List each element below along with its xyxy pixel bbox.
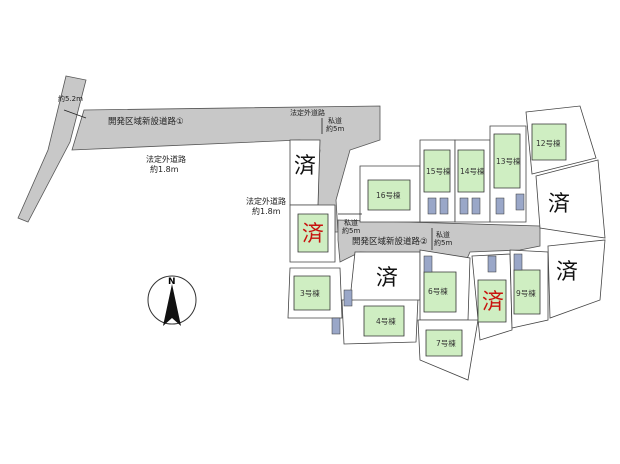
car: [515, 193, 525, 211]
new-road-2-label: 開発区域新設道路②: [352, 237, 428, 247]
private-road-3-title: 私道: [436, 231, 450, 239]
private-road-3-width: 約5m: [434, 239, 453, 247]
building-3: [293, 275, 331, 311]
car: [331, 317, 341, 335]
building-16: [367, 179, 411, 211]
building-6: [423, 271, 457, 313]
sold-mark: 済: [556, 260, 579, 285]
sold-mark-red: 済: [302, 222, 325, 247]
car: [495, 197, 505, 215]
car: [343, 289, 353, 307]
building-sold-red-left: [297, 213, 329, 253]
car: [459, 197, 469, 215]
building-13: [493, 133, 521, 189]
building-15: [423, 149, 451, 193]
lot-label-13: 13号棟: [496, 157, 521, 166]
outside-road-3-title: 法定外道路: [290, 109, 325, 117]
private-road-2-width: 約5m: [342, 227, 361, 235]
building-4: [363, 305, 405, 337]
car: [427, 197, 437, 215]
building-layer: [293, 123, 567, 357]
car: [423, 255, 433, 273]
outside-road-1-title: 法定外道路: [146, 155, 186, 164]
building-sold-red-right: [477, 279, 507, 323]
sold-mark: 済: [294, 154, 317, 179]
lot-label-7: 7号棟: [436, 339, 456, 348]
outside-road-1: [17, 75, 87, 223]
building-12: [531, 123, 567, 161]
outside-road-2-title: 法定外道路: [246, 197, 286, 206]
car: [439, 197, 449, 215]
lot-label-9: 9号棟: [516, 289, 536, 298]
car: [513, 253, 523, 271]
building-14: [457, 149, 485, 193]
lot-sold-mid-right: [535, 159, 606, 239]
private-road-2-title: 私道: [344, 219, 358, 227]
new-road-1-label: 開発区域新設道路①: [108, 117, 184, 127]
outside-road-2-width: 約1.8m: [252, 207, 281, 216]
car: [471, 197, 481, 215]
lot-label-15: 15号棟: [426, 167, 451, 176]
dimension-layer: [63, 109, 433, 250]
private-road-1-width: 約5m: [326, 125, 345, 133]
compass: [147, 275, 197, 326]
private-road-1-title: 私道: [328, 117, 342, 125]
car: [487, 255, 497, 273]
lot-sold-far-right: [547, 239, 606, 319]
lot-label-3: 3号棟: [300, 289, 320, 298]
lot-label-12: 12号棟: [536, 139, 561, 148]
building-9: [513, 269, 541, 315]
lot-label-6: 6号棟: [428, 287, 448, 296]
sold-mark: 済: [376, 266, 399, 291]
compass-north-label: N: [168, 277, 176, 287]
building-7: [425, 329, 463, 357]
lot-label-4: 4号棟: [376, 317, 396, 326]
lot-label-14: 14号棟: [460, 167, 485, 176]
sold-mark: 済: [548, 192, 571, 217]
road-width-5-2: 約5.2m: [58, 95, 83, 103]
outside-road-1-width: 約1.8m: [150, 165, 179, 174]
sold-mark-red: 済: [482, 290, 505, 315]
car-layer: [331, 193, 525, 335]
north-arrow-icon: [163, 284, 181, 326]
lot-label-16: 16号棟: [376, 191, 401, 200]
width-arrow-5-2: [63, 109, 87, 119]
